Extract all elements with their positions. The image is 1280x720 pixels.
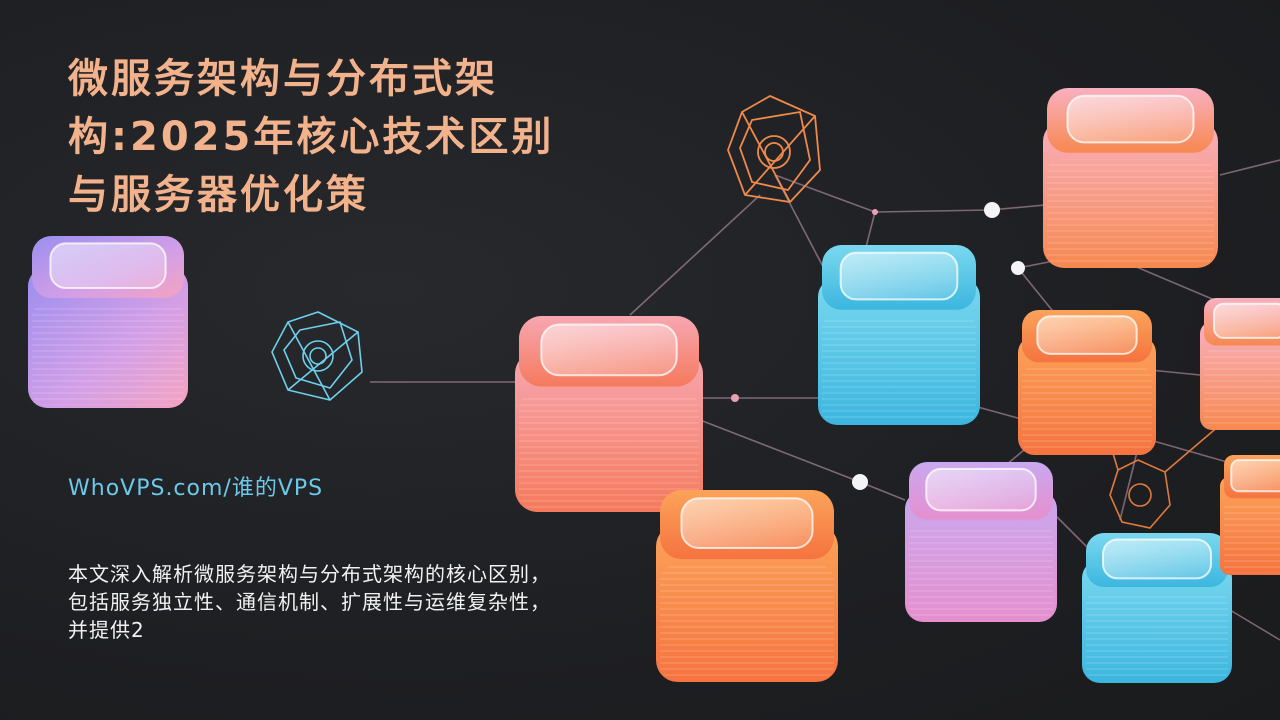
cube-orange-edge	[1220, 455, 1280, 575]
cube-cyan-center	[818, 245, 980, 425]
connection-dots	[731, 202, 1025, 490]
cube-coral-center	[515, 316, 703, 512]
cube-pink-top-right	[1043, 88, 1218, 269]
cube-purple-bottom	[905, 462, 1057, 622]
article-title: 微服务架构与分布式架构:2025年核心技术区别与服务器优化策	[68, 56, 555, 218]
cube-violet-left	[28, 236, 188, 408]
article-description: 本文深入解析微服务架构与分布式架构的核心区别，包括服务独立性、通信机制、扩展性与…	[68, 562, 551, 642]
site-label[interactable]: WhoVPS.com/谁的VPS	[68, 476, 324, 501]
cube-pink-edge	[1200, 298, 1280, 430]
cube-orange-right	[1018, 310, 1156, 455]
wire-node-orange-bottom	[1109, 424, 1221, 529]
cube-group	[28, 88, 1280, 683]
wire-node-orange-top	[727, 94, 821, 203]
wire-node-cyan	[271, 311, 363, 401]
cube-orange-bottom	[656, 490, 838, 682]
cube-cyan-bottom-right	[1082, 533, 1232, 683]
